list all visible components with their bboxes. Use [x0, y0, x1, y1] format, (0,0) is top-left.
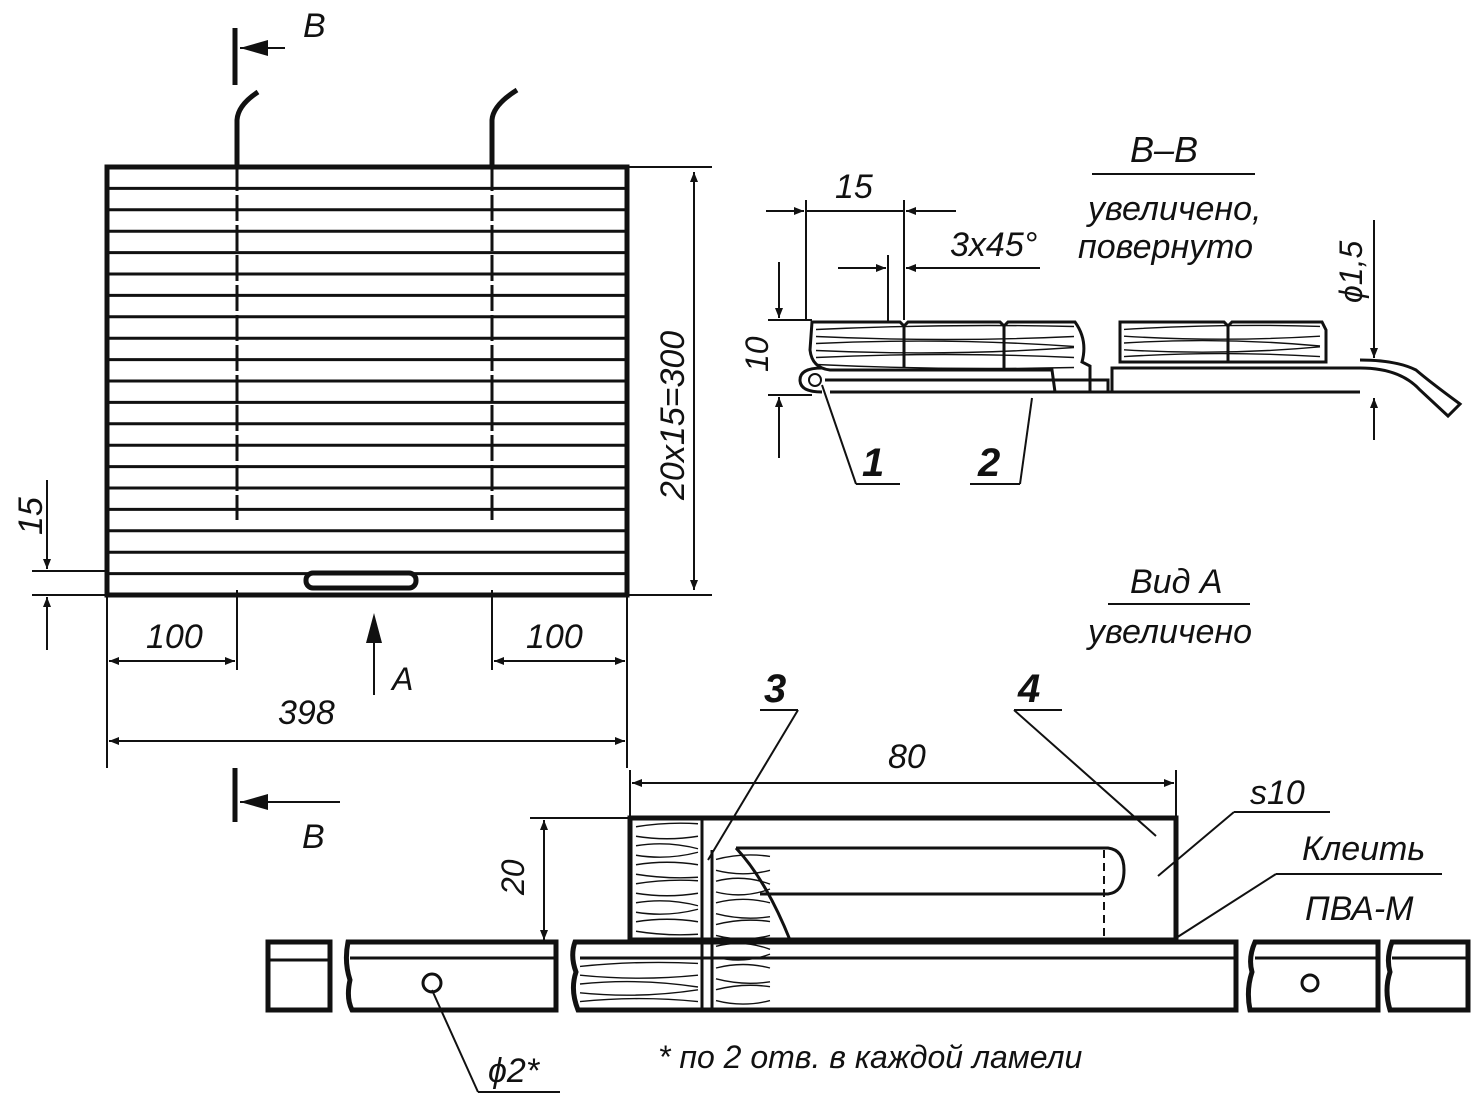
wood-grain-line	[815, 340, 1075, 348]
slat-row	[265, 939, 1471, 1013]
handle-block	[579, 815, 1179, 1010]
wood-grain-line	[1123, 324, 1321, 331]
callout-3-label: 3	[764, 667, 786, 711]
section-width-label: 15	[835, 168, 873, 206]
wood-grain-line	[579, 989, 699, 996]
view-arrow-a: A	[366, 613, 413, 697]
section-bb: B–B увеличено, повернуто 15 3x45° 10	[739, 129, 1463, 485]
callout-4-label: 4	[1017, 667, 1040, 711]
wood-grain-line	[1123, 339, 1321, 347]
wood-grain-line	[1123, 346, 1321, 353]
wood-grain-line	[715, 869, 771, 875]
wood-grain-line	[635, 822, 699, 828]
wood-grain-line	[635, 843, 699, 850]
block-length-label: 80	[888, 738, 926, 776]
wood-grain-line	[715, 919, 771, 926]
wire-diameter-label: ϕ1,5	[1333, 241, 1369, 303]
wood-grain-line	[1123, 352, 1321, 358]
section-title: B–B	[1130, 129, 1198, 170]
hole-diameter-label: ϕ2*	[488, 1052, 541, 1090]
wood-grain-line	[715, 999, 771, 1005]
callout-3: 3	[707, 667, 799, 861]
hole-left	[421, 972, 443, 994]
slat-mat	[104, 164, 630, 598]
thickness-label: s10	[1250, 774, 1305, 812]
section-subtitle-1: увеличено,	[1086, 190, 1261, 228]
wood-grain-line	[715, 963, 771, 969]
wood-grain-line	[579, 997, 699, 1003]
wire-lines	[235, 165, 494, 520]
wood-grain-line	[635, 851, 699, 858]
callout-1: 1	[821, 384, 900, 485]
wood-grain-line	[635, 930, 699, 936]
left-offset-label: 100	[146, 618, 203, 656]
wood-grain-line	[715, 934, 771, 940]
wood-grain-line	[715, 978, 771, 985]
view-a-subtitle: увеличено	[1086, 613, 1252, 651]
wood-grain-line	[635, 879, 699, 885]
wood-grain-line	[715, 877, 771, 885]
section-height-label: 10	[739, 336, 775, 372]
callout-1-label: 1	[862, 441, 884, 485]
view-a-title: Вид А	[1130, 563, 1223, 601]
wood-grain-line	[815, 363, 1075, 370]
wood-grain-line	[815, 335, 1075, 341]
wood-grain-line	[715, 898, 771, 904]
chamfer-label: 3x45°	[950, 226, 1037, 264]
slat-dimension: 15	[12, 480, 107, 650]
wood-grain-line	[815, 324, 1075, 331]
wood-grain-line	[815, 346, 1075, 354]
glue-label-2: ПВА-М	[1305, 890, 1414, 928]
section-subtitle-2: повернуто	[1078, 228, 1253, 266]
wood-grain-line	[635, 892, 699, 897]
view-a: Вид А увеличено	[265, 563, 1471, 1093]
callout-2-label: 2	[977, 441, 1000, 485]
height-dimension: 20x15=300	[627, 166, 712, 596]
height-dimension-label: 20x15=300	[654, 331, 692, 501]
main-view: B 20x15=300 1	[12, 7, 712, 856]
callout-4: 4	[1013, 667, 1157, 837]
section-letter-top: B	[303, 7, 326, 45]
section-mark-top: B	[232, 7, 326, 85]
callout-2: 2	[970, 397, 1033, 485]
wood-grain-line	[635, 835, 699, 840]
view-arrow-label: A	[390, 661, 413, 697]
wood-grain-line	[1123, 335, 1321, 340]
wood-grain-line	[635, 900, 699, 907]
wood-grain-line	[715, 854, 771, 861]
overall-width-label: 398	[278, 694, 335, 732]
wood-grain-line	[715, 984, 771, 991]
right-offset-label: 100	[526, 618, 583, 656]
section-mark-bottom: B	[232, 768, 340, 856]
wire-cross-section	[798, 358, 1463, 419]
footnote: * по 2 отв. в каждой ламели	[658, 1039, 1083, 1075]
wood-grain-line	[579, 980, 699, 988]
handle-slot	[303, 570, 419, 591]
wood-grain-line	[635, 918, 699, 923]
wood-grain-line	[715, 913, 771, 919]
wood-grain-line	[715, 942, 771, 950]
block-height-label: 20	[495, 859, 531, 896]
wood-grain-line	[635, 908, 699, 915]
wood-grain-line	[579, 974, 699, 979]
glue-label-1: Клеить	[1302, 830, 1425, 868]
slat-cross-section	[808, 320, 1328, 394]
hole-right	[1300, 973, 1320, 993]
slat-dimension-label: 15	[12, 497, 50, 535]
wood-grain-line	[715, 888, 771, 896]
wire-hooks	[234, 87, 519, 165]
wood-grain-line	[635, 873, 699, 879]
wood-grain-line	[579, 961, 699, 968]
section-letter-bottom: B	[302, 818, 325, 856]
bottom-dimensions: 100 100 398	[106, 590, 628, 768]
wood-grain-line	[815, 353, 1075, 359]
wood-grain-line	[635, 861, 699, 866]
wood-grain-line	[715, 953, 771, 961]
